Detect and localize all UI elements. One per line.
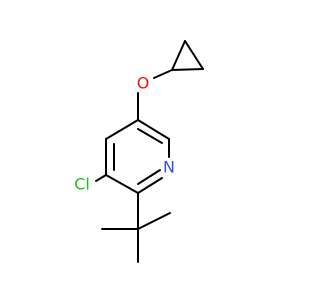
chlorine-atom-label: Cl [74, 175, 90, 194]
molecule-structure: O Cl N [74, 40, 204, 263]
oxygen-atom-label: O [137, 74, 150, 93]
bond-cyclopropyl-2 [184, 40, 204, 70]
bond-c5-c4 [105, 119, 139, 140]
bond-c3-c2 [105, 174, 139, 194]
bond-cyclopropyl-1 [171, 40, 186, 71]
bond-quaternary-methyl-right [137, 212, 171, 230]
bond-c5-c6-inner [137, 128, 163, 144]
bond-c5-c6 [137, 119, 170, 140]
nitrogen-atom-label: N [163, 158, 175, 177]
bond-nitrogen-c2-inner [137, 169, 161, 185]
bond-ring-chlorine [95, 174, 107, 182]
bond-cyclopropyl-3 [171, 68, 204, 71]
bond-oxygen-cyclopropyl [153, 69, 173, 79]
bond-nitrogen-c2 [137, 177, 163, 194]
